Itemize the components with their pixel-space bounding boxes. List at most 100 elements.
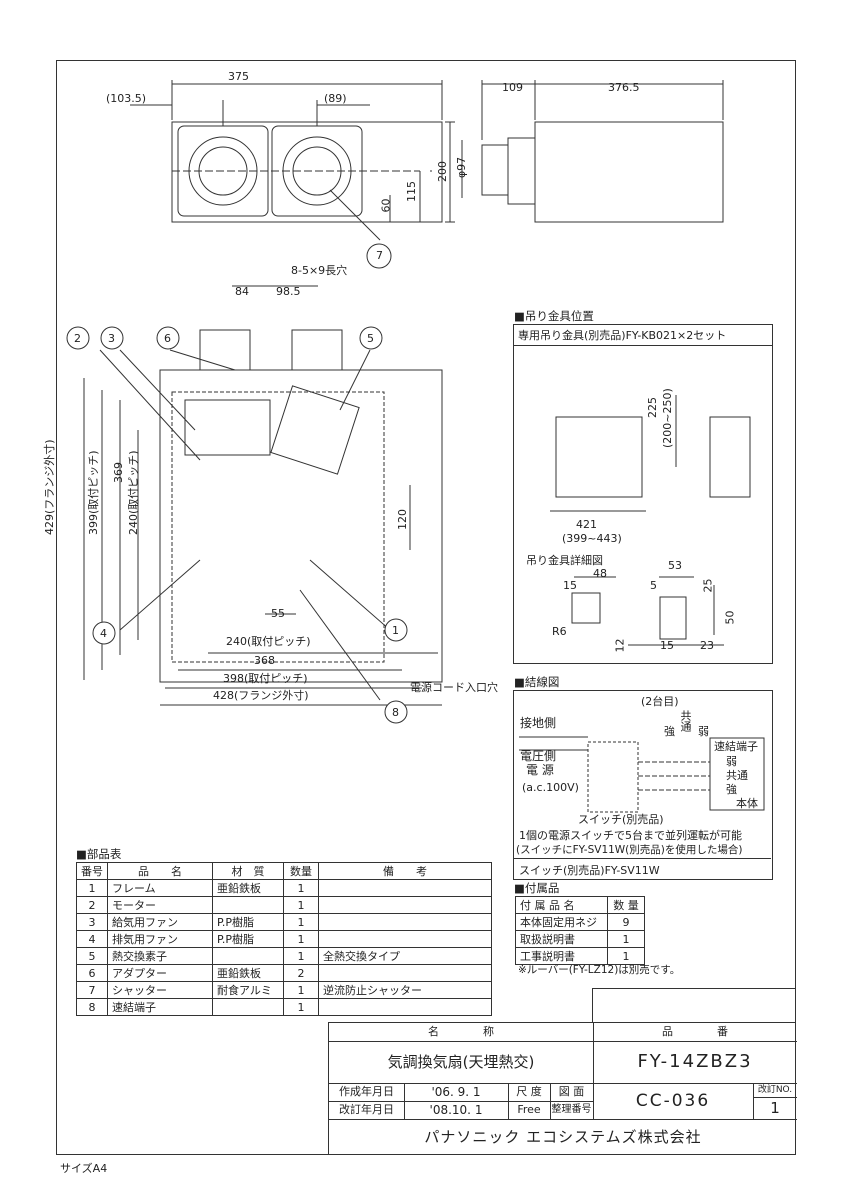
wiring-ac: (a.c.100V) xyxy=(522,781,579,794)
accessories-note: ※ルーバー(FY-LZ12)は別売です。 xyxy=(518,964,681,976)
part-note: 全熱交換タイプ xyxy=(318,947,492,965)
table-row: 本体固定用ネジ 9 xyxy=(514,913,645,931)
accessories-header: 数 量 xyxy=(607,896,645,914)
partno-header: 品 番 xyxy=(593,1023,797,1042)
part-name: 排気用ファン xyxy=(107,930,213,948)
dim-375: 375 xyxy=(228,70,249,83)
dim-240h: 240(取付ピッチ) xyxy=(226,635,311,648)
dim-240v: 240(取付ピッチ) xyxy=(127,450,140,535)
part-note xyxy=(318,998,492,1016)
parts-header: 番号 xyxy=(76,862,108,880)
scale-label: 尺 度 xyxy=(508,1083,551,1102)
part-qty: 2 xyxy=(283,964,319,982)
part-name: シャッター xyxy=(107,981,213,999)
wiring-common: 共通 xyxy=(679,710,692,732)
part-no: 8 xyxy=(76,998,108,1016)
parts-header: 品 名 xyxy=(107,862,213,880)
part-qty: 1 xyxy=(283,998,319,1016)
dim-89: (89) xyxy=(324,92,347,105)
wiring-weak: 弱 xyxy=(698,725,709,738)
callout-7: 7 xyxy=(376,249,383,262)
wiring-switch-model: スイッチ(別売品)FY-SV11W xyxy=(513,858,771,878)
parts-title: ■部品表 xyxy=(76,847,122,861)
accessory-qty: 9 xyxy=(607,913,645,931)
title-block-top-cell xyxy=(592,988,796,1022)
parts-header: 数量 xyxy=(283,862,319,880)
accessory-name: 取扱説明書 xyxy=(514,930,609,948)
wiring-strong: 強 xyxy=(664,725,675,738)
part-qty: 1 xyxy=(283,913,319,931)
dim-368: 368 xyxy=(254,654,275,667)
part-note xyxy=(318,913,492,931)
wiring-terminal: 速結端子 xyxy=(714,740,758,753)
dim-398: 398(取付ピッチ) xyxy=(223,672,308,685)
ref-label: 整理番号 xyxy=(550,1101,594,1120)
dim-115: 115 xyxy=(405,181,418,202)
callout-2: 2 xyxy=(74,332,81,345)
accessories-header: 付 属 品 名 xyxy=(514,896,609,914)
product-code: FY-14ZBZ3 xyxy=(593,1041,797,1084)
part-material: 亜鉛鉄板 xyxy=(212,879,284,897)
accessory-qty: 1 xyxy=(607,930,645,948)
dim-55: 55 xyxy=(271,607,285,620)
table-row: 工事説明書 1 xyxy=(514,947,645,965)
dim-429: 429(フランジ外寸) xyxy=(43,439,56,535)
company-name: パナソニック エコシステムズ株式会社 xyxy=(424,1128,702,1146)
part-no: 3 xyxy=(76,913,108,931)
dim-60: 60 xyxy=(379,198,393,213)
part-qty: 1 xyxy=(283,879,319,897)
callout-1: 1 xyxy=(392,624,399,637)
part-material xyxy=(212,896,284,914)
dim-15a: 15 xyxy=(563,579,577,592)
callout-6: 6 xyxy=(164,332,171,345)
scale-value: Free xyxy=(508,1101,551,1120)
page-size-label: サイズA4 xyxy=(60,1162,108,1175)
dim-53: 53 xyxy=(668,559,682,572)
callout-4: 4 xyxy=(100,627,107,640)
hanger-subtitle: 専用吊り金具(別売品)FY-KB021×2セット xyxy=(514,325,772,346)
part-qty: 1 xyxy=(283,981,319,999)
part-name: 給気用ファン xyxy=(107,913,213,931)
table-row: 取扱説明書 1 xyxy=(514,930,645,948)
part-material: 耐食アルミ xyxy=(212,981,284,999)
wiring-switch-label: スイッチ(別売品) xyxy=(578,813,664,826)
wiring-power: 電 源 xyxy=(526,763,554,777)
wiring-voltage: 電圧側 xyxy=(520,749,557,763)
dim-25: 25 xyxy=(701,578,715,593)
revised-date: '08.10. 1 xyxy=(404,1101,509,1120)
part-no: 6 xyxy=(76,964,108,982)
part-no: 4 xyxy=(76,930,108,948)
hanger-detail-title: 吊り金具詳細図 xyxy=(526,554,603,567)
accessory-name: 工事説明書 xyxy=(514,947,609,965)
dim-r6: R6 xyxy=(552,625,567,638)
part-no: 5 xyxy=(76,947,108,965)
wiring-lines xyxy=(519,736,765,813)
wiring-note2: (スイッチにFY-SV11W(別売品)を使用した場合) xyxy=(516,844,743,856)
part-name: アダプター xyxy=(107,964,213,982)
wiring-ground: 接地側 xyxy=(520,716,557,730)
dim-421: 421 xyxy=(576,518,597,531)
dim-12: 12 xyxy=(613,638,627,653)
hanger-title: ■吊り金具位置 xyxy=(514,309,594,323)
rev-label: 改訂NO. xyxy=(753,1083,797,1098)
part-note: 逆流防止シャッター xyxy=(318,981,492,999)
dim-225: 225 xyxy=(646,397,659,418)
dim-23: 23 xyxy=(700,639,714,652)
dim-84: 84 xyxy=(235,285,249,298)
dim-103-5: (103.5) xyxy=(106,92,147,105)
main-plan-view xyxy=(66,285,443,724)
accessory-name: 本体固定用ネジ xyxy=(514,913,609,931)
part-name: フレーム xyxy=(107,879,213,897)
dim-109: 109 xyxy=(502,81,523,94)
part-material xyxy=(212,998,284,1016)
callout-3: 3 xyxy=(108,332,115,345)
accessory-qty: 1 xyxy=(607,947,645,965)
dim-399-443: (399~443) xyxy=(562,532,622,545)
rev-no: 1 xyxy=(753,1097,797,1120)
part-material: 亜鉛鉄板 xyxy=(212,964,284,982)
